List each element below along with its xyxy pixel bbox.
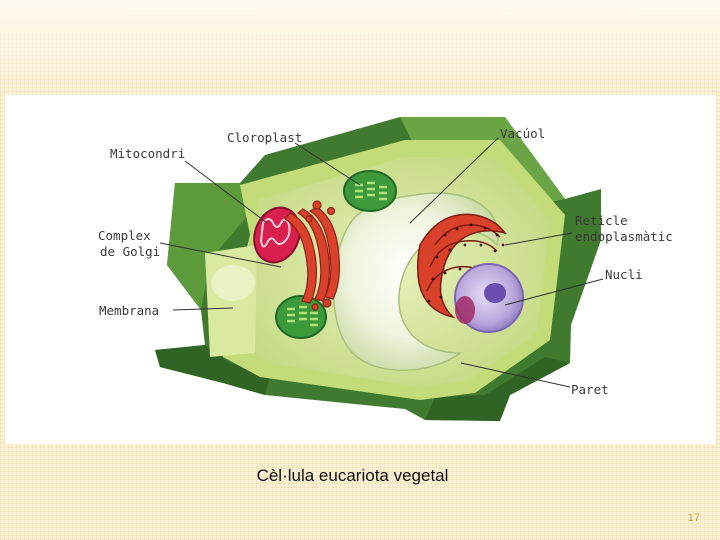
page-number: 17: [660, 512, 700, 524]
nucleus: [455, 264, 523, 332]
label-nucli: Nucli: [605, 267, 643, 282]
label-cloroplast: Cloroplast: [227, 130, 302, 145]
chloroplast-bottom: [276, 296, 326, 338]
label-reticle-line2: endoplasmàtic: [575, 229, 673, 244]
label-membrana: Membrana: [99, 303, 159, 318]
plant-cell-figure: Mitocondri Cloroplast Vacúol Complex de …: [5, 95, 716, 444]
slide-background-fade: [0, 0, 720, 95]
figure-caption: Cèl·lula eucariota vegetal: [0, 466, 705, 486]
plant-cell-diagram: Mitocondri Cloroplast Vacúol Complex de …: [5, 95, 716, 444]
label-golgi-line1: Complex: [98, 228, 151, 243]
label-reticle-line1: Reticle: [575, 213, 628, 228]
label-vacuol: Vacúol: [500, 126, 545, 141]
label-mitocondri: Mitocondri: [110, 146, 185, 161]
chloroplast-top: [344, 171, 396, 211]
label-golgi-line2: de Golgi: [100, 244, 160, 259]
membrane-bulge: [205, 245, 257, 357]
label-paret: Paret: [571, 382, 609, 397]
